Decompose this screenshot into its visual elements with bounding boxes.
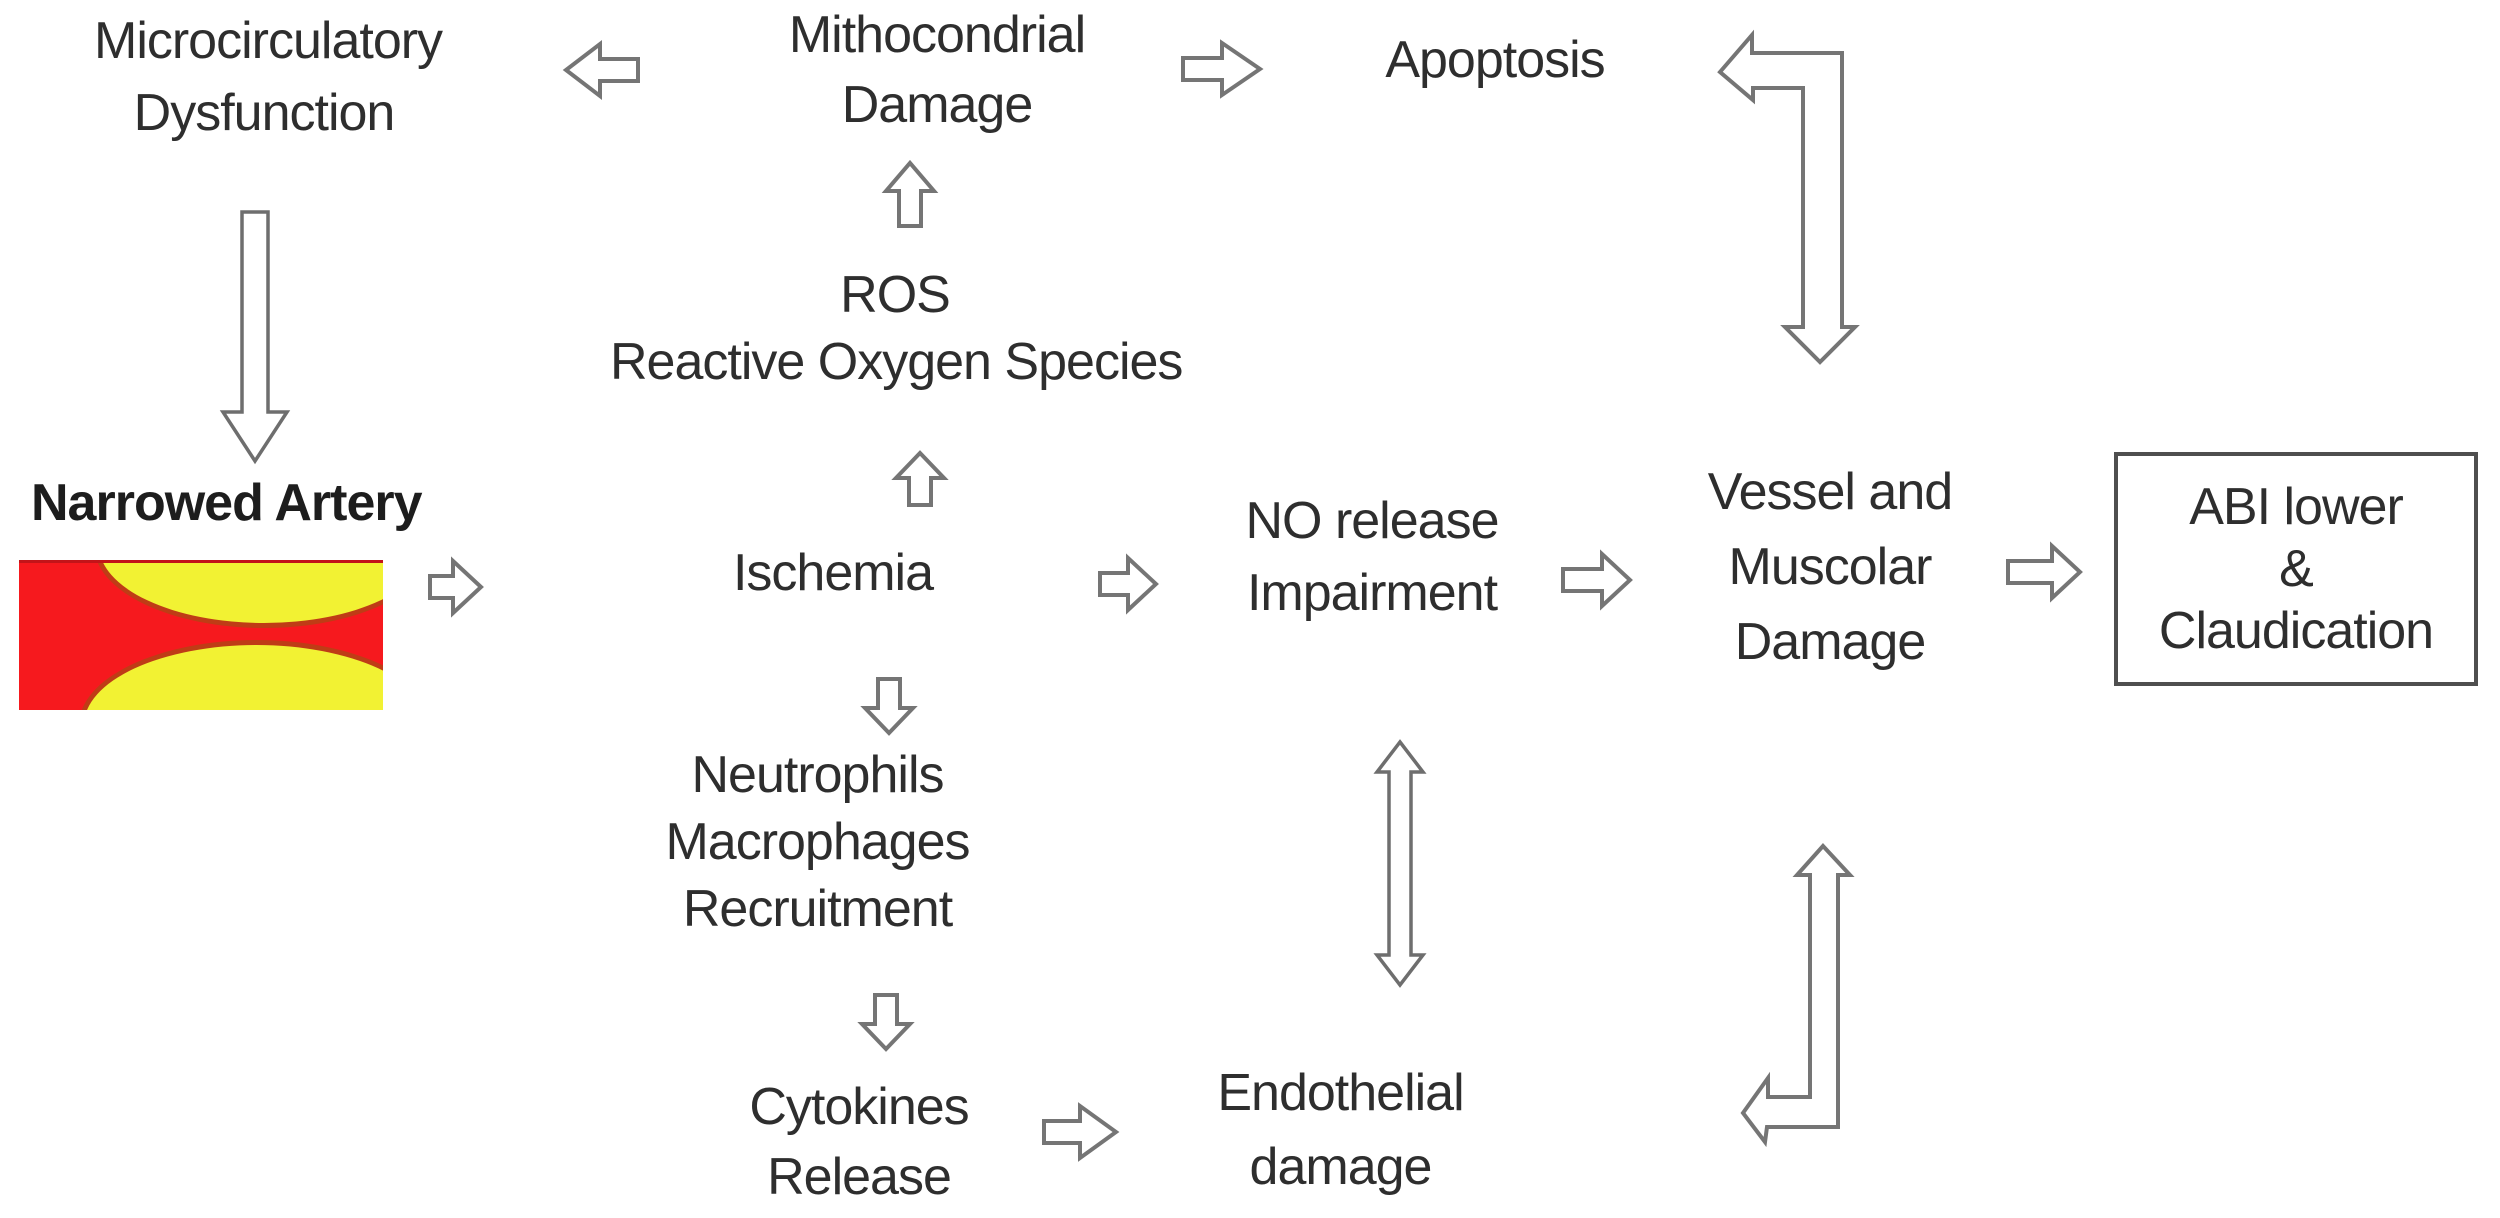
node-endothelial-damage: Endothelial damage: [1188, 1056, 1493, 1204]
label-line: NO release: [1245, 492, 1500, 550]
label-line: ROS: [840, 266, 951, 324]
arrow-ros-to-mithocondrial-icon: [881, 159, 939, 228]
label-line: ABI lower: [2189, 478, 2404, 536]
label-line: Mithocondrial: [788, 6, 1086, 64]
label-line: Damage: [1734, 613, 1927, 671]
plaque-bottom-shape: [79, 640, 383, 710]
node-ischemia: Ischemia: [678, 538, 988, 608]
node-neutrophils-macrophages-recruitment: Neutrophils Macrophages Recruitment: [650, 742, 985, 943]
node-vessel-and-muscolar-damage: Vessel and Muscolar Damage: [1670, 455, 1990, 680]
label-line: Release: [767, 1148, 952, 1206]
arrow-mithocondrial-to-apoptosis-icon: [1181, 39, 1264, 99]
arrow-cytokines-to-endothelial-icon: [1042, 1102, 1120, 1162]
label-line: &: [2279, 540, 2314, 598]
node-abi-lower-claudication-box: ABI lower & Claudication: [2114, 452, 2478, 686]
arrow-mithocondrial-to-microcirculatory-icon: [562, 39, 640, 101]
arrow-artery-to-ischemia-icon: [428, 556, 484, 618]
node-microcirculatory-dysfunction: Microcirculatory Dysfunction: [94, 5, 443, 149]
arrow-ischemia-to-ros-icon: [891, 450, 949, 507]
arrow-endothelial-vessel-bent-icon: [1740, 843, 1855, 1148]
label-line: Ischemia: [732, 544, 934, 602]
arrow-recruitment-to-cytokines-icon: [857, 993, 915, 1052]
plaque-top-shape: [94, 563, 383, 628]
arrow-ischemia-to-neutrophils-icon: [860, 677, 918, 736]
label-line: Vessel and: [1707, 463, 1953, 521]
arrow-vessel-to-abi-icon: [2006, 541, 2083, 603]
label-line: Endothelial: [1217, 1064, 1464, 1122]
label-line: Reactive Oxygen Species: [610, 333, 1183, 391]
label-line: Macrophages: [665, 813, 970, 871]
arrow-no-release-to-vessel-icon: [1561, 549, 1633, 611]
node-cytokines-release: Cytokines Release: [699, 1072, 1019, 1212]
node-apoptosis: Apoptosis: [1330, 25, 1660, 95]
label-line: Impairment: [1246, 564, 1498, 622]
node-narrowed-artery-label: Narrowed Artery: [31, 468, 423, 538]
label-line: Dysfunction: [133, 84, 396, 142]
label-line: Narrowed Artery: [31, 474, 423, 532]
node-no-release-impairment: NO release Impairment: [1202, 485, 1542, 629]
label-line: damage: [1249, 1138, 1433, 1196]
node-mithocondrial-damage: Mithocondrial Damage: [767, 0, 1107, 140]
label-line: Microcirculatory: [94, 12, 443, 70]
arrow-no-release-endothelial-double-icon: [1373, 739, 1427, 988]
label-line: Claudication: [2158, 602, 2434, 660]
arrow-apoptosis-vessel-bent-icon: [1717, 29, 1860, 365]
arrow-microcirculatory-to-narrowed-artery-icon: [219, 210, 291, 465]
arrow-ischemia-to-no-release-icon: [1098, 553, 1159, 615]
narrowed-artery-image: [19, 560, 383, 710]
label-line: Neutrophils: [691, 746, 944, 804]
label-line: Apoptosis: [1385, 31, 1605, 89]
label-line: Muscolar: [1728, 538, 1933, 596]
label-line: Cytokines: [749, 1078, 969, 1136]
node-ros: ROS Reactive Oxygen Species: [610, 262, 1183, 396]
label-line: Recruitment: [682, 880, 953, 938]
label-line: Damage: [841, 76, 1034, 134]
